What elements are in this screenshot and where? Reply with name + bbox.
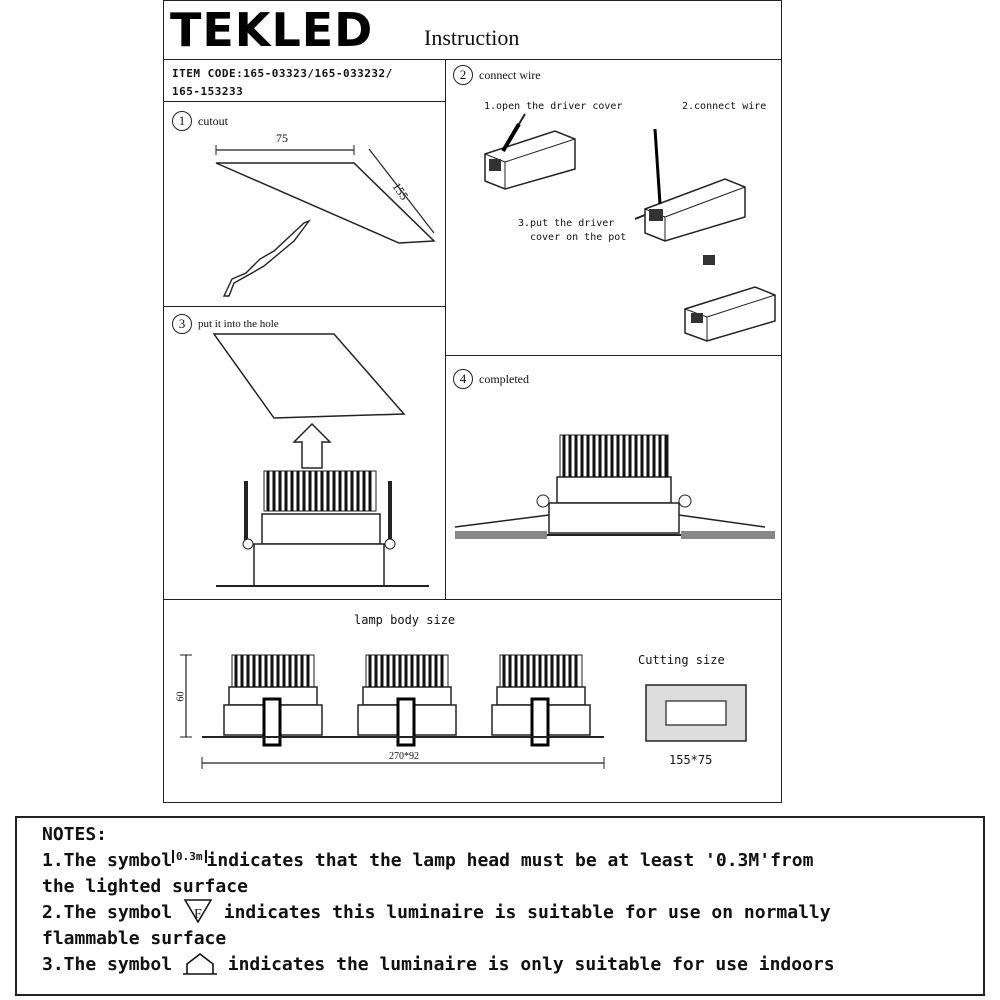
step-put-into-hole: 3 put it into the hole [172,314,279,334]
note-1-continued: the lighted surface [42,876,248,897]
item-code: ITEM CODE:165-03323/165-033232/ 165-1532… [172,65,393,101]
indoor-house-icon [182,952,217,976]
install-illustration [212,333,429,587]
wiring-illustrations [484,113,776,342]
divider [164,59,781,60]
step-label: cutout [198,113,228,128]
notes-heading: NOTES: [42,824,108,845]
lamp-head-1 [223,654,323,747]
substep-open-cover: 1.open the driver cover [484,101,623,112]
triangle-icon [183,899,213,924]
step-label: completed [479,371,529,386]
note-prefix: 1.The symbol [42,850,173,871]
page-title: Instruction [424,25,520,50]
note-text: indicates the luminaire is only suitable… [227,954,835,975]
substep-connect-wire: 2.connect wire [682,101,767,112]
lamp-head-3 [491,654,591,747]
step-number: 3 [172,314,192,334]
step-completed: 4 completed [453,369,529,389]
cutout-width-dimension: 75 [276,131,288,145]
note-2: 2.The symbol F indicates this luminaire … [42,899,831,924]
note-prefix: 2.The symbol [42,902,173,923]
house-icon [182,952,217,975]
step-connect-wire: 2 connect wire [453,65,541,85]
completed-illustration [454,434,775,539]
instruction-sheet: TEKLED Instruction ITEM CODE:165-03323/1… [163,0,782,803]
lamp-body-diagram [180,654,747,769]
heatsink-fins [263,470,377,512]
note-text: indicates that the lamp head must be at … [206,850,814,871]
lamp-height-dimension: 60 [175,691,187,702]
distance-symbol-icon: 0.3m [172,850,207,863]
cutting-size-title: Cutting size [638,653,725,667]
divider [445,59,446,599]
substep-put-cover: 3.put the driver [518,218,615,229]
step-label: connect wire [479,67,541,82]
cutout-illustration [215,145,436,297]
item-code-line: ITEM CODE:165-03323/165-033232/ [172,67,393,80]
brand-logo: TEKLED [170,3,374,57]
flammable-symbol-icon: F [183,899,213,924]
divider [164,101,445,102]
symbol-letter: F [193,907,202,922]
divider [445,355,781,356]
lamp-width-dimension: 270*92 [389,751,419,762]
step-cutout: 1 cutout [172,111,228,131]
item-code-line: 165-153233 [172,85,244,98]
divider [164,306,445,307]
step-number: 1 [172,111,192,131]
step-number: 4 [453,369,473,389]
substep-put-cover-cont: cover on the pot [530,232,627,243]
note-3: 3.The symbol indicates the luminaire is … [42,952,835,976]
step-label: put it into the hole [198,318,279,330]
note-prefix: 3.The symbol [42,954,173,975]
step-number: 2 [453,65,473,85]
divider [164,599,781,600]
lamp-head-2 [357,654,457,747]
lamp-body-size-title: lamp body size [354,613,456,627]
cutting-size-value: 155*75 [669,753,713,767]
note-text: indicates this luminaire is suitable for… [223,902,831,923]
note-2-continued: flammable surface [42,928,227,949]
